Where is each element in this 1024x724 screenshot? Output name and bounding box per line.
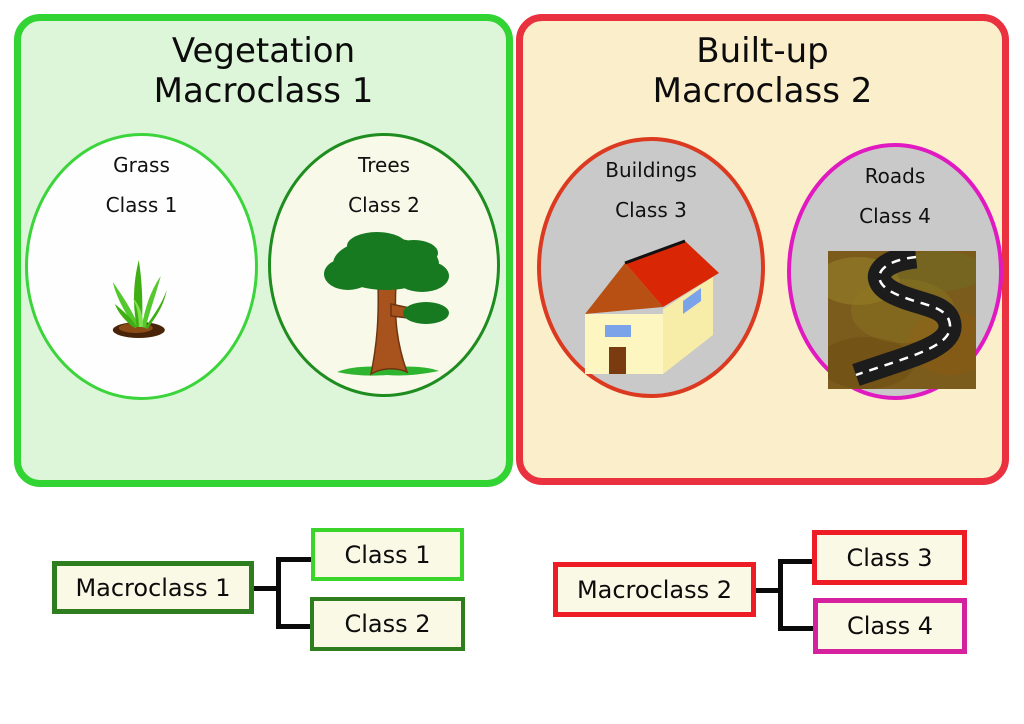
class-name-label: Roads [864, 164, 926, 188]
panel-title-line2: Macroclass 1 [153, 71, 374, 112]
class-4-node: Class 4 [813, 598, 967, 654]
connector-line [778, 626, 813, 631]
class-1-node: Class 1 [311, 528, 464, 581]
class-number-label: Class 3 [615, 198, 687, 222]
macroclass-2-title: Built-up Macroclass 2 [523, 31, 1002, 111]
node-label: Class 4 [846, 612, 934, 640]
connector-line [276, 557, 311, 562]
node-label: Class 2 [344, 610, 431, 638]
connector-line [254, 586, 281, 591]
class-number-label: Class 2 [348, 193, 420, 217]
panel-title-line1: Built-up [696, 31, 829, 71]
macroclass-1-node: Macroclass 1 [52, 561, 254, 614]
class-3-node: Class 3 [812, 530, 967, 585]
node-label: Class 3 [846, 543, 933, 572]
class-number-label: Class 4 [859, 204, 931, 228]
macroclass-2-node: Macroclass 2 [553, 562, 756, 617]
class-name-label: Grass [113, 153, 170, 177]
class-2-node: Class 2 [310, 597, 465, 651]
node-label: Macroclass 1 [75, 573, 231, 602]
macroclass-1-panel: Vegetation Macroclass 1 Grass Class 1 Tr… [14, 14, 513, 487]
connector-line [778, 559, 812, 564]
class-name-label: Trees [357, 153, 411, 177]
macroclass-2-panel: Built-up Macroclass 2 Buildings Class 3 … [516, 14, 1009, 485]
house-icon [585, 239, 719, 374]
connector-line [756, 588, 783, 593]
connector-line [778, 559, 783, 631]
tree-icon [324, 232, 449, 376]
class-number-label: Class 1 [105, 193, 178, 217]
class-name-label: Buildings [605, 158, 697, 182]
connector-line [276, 557, 281, 629]
grass-class-ellipse: Grass Class 1 [25, 133, 258, 400]
roads-class-ellipse: Roads Class 4 [787, 143, 1003, 400]
macroclass-1-title: Vegetation Macroclass 1 [21, 31, 506, 111]
connector-line [276, 624, 310, 629]
node-label: Macroclass 2 [576, 575, 733, 604]
road-icon [828, 251, 976, 389]
panel-title-line2: Macroclass 2 [652, 71, 873, 112]
buildings-class-ellipse: Buildings Class 3 [537, 137, 765, 398]
grass-icon [112, 260, 167, 338]
trees-class-ellipse: Trees Class 2 [268, 133, 500, 397]
panel-title-line1: Vegetation [171, 31, 356, 71]
node-label: Class 1 [344, 540, 431, 569]
